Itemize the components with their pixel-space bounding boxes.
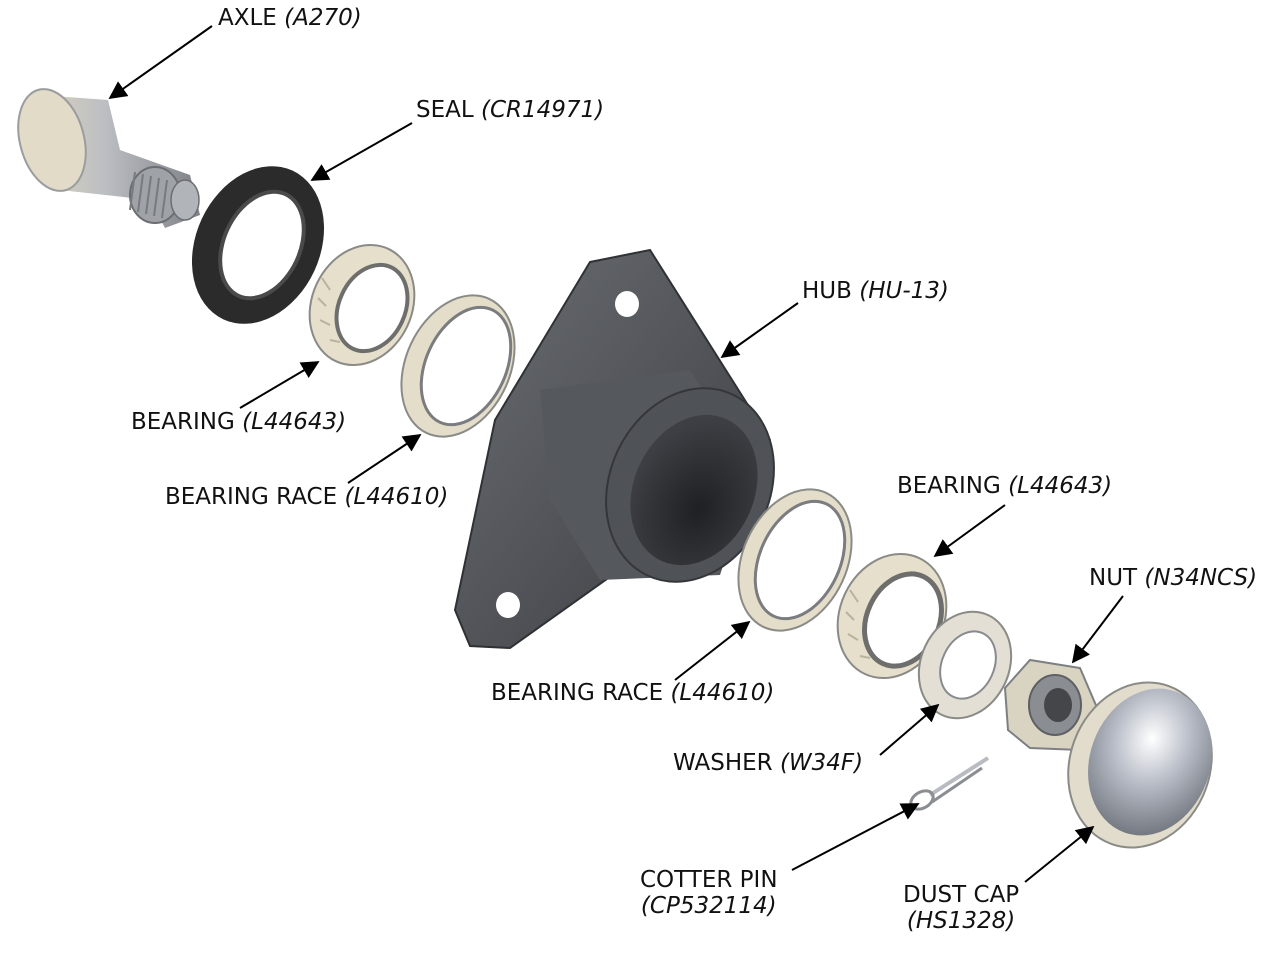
- nut-leader-arrow: [1071, 595, 1124, 664]
- seal-part: [191, 166, 325, 324]
- callout-part-number: (HS1328): [906, 908, 1016, 935]
- callout-part-number: (CR14971): [481, 97, 605, 123]
- callout-axle: AXLE (A270): [218, 5, 362, 31]
- callout-name: COTTER PIN: [640, 867, 778, 893]
- callout-bearing-race-right: BEARING RACE (L44610): [491, 680, 774, 706]
- callout-name: NUT: [1089, 565, 1138, 591]
- bearing-right-part: [836, 552, 948, 680]
- callout-part-number: (L44643): [1008, 473, 1113, 499]
- callout-dust-cap: DUST CAP (HS1328): [903, 882, 1019, 935]
- callout-bearing-race-left: BEARING RACE (L44610): [165, 484, 448, 510]
- callout-part-number: (N34NCS): [1144, 565, 1258, 591]
- callout-nut: NUT (N34NCS): [1089, 565, 1257, 591]
- callout-seal: SEAL (CR14971): [416, 97, 604, 123]
- callout-name: WASHER: [673, 750, 773, 776]
- callout-part-number: (L44610): [344, 484, 449, 510]
- callout-bearing-right: BEARING (L44643): [897, 473, 1112, 499]
- axle-part: [17, 88, 200, 228]
- callout-name: HUB: [802, 278, 852, 304]
- callout-name: AXLE: [218, 5, 277, 31]
- bearing-left-part: [308, 243, 416, 367]
- callout-name: DUST CAP: [903, 882, 1020, 908]
- callout-cotter-pin: COTTER PIN (CP532114): [640, 867, 778, 920]
- callout-part-number: (L44610): [670, 680, 775, 706]
- callout-part-number: (L44643): [242, 409, 347, 435]
- callout-name: SEAL: [416, 97, 474, 123]
- callout-part-number: (CP532114): [640, 893, 777, 920]
- seal-leader-arrow: [310, 122, 413, 181]
- callout-washer: WASHER (W34F): [673, 750, 863, 776]
- callout-bearing-left: BEARING (L44643): [131, 409, 346, 435]
- callout-part-number: (HU-13): [859, 278, 949, 304]
- nut-part: [1003, 658, 1100, 752]
- callout-part-number: (W34F): [779, 750, 864, 776]
- bearing-race-right-leader-arrow: [674, 620, 751, 681]
- callout-name: BEARING: [897, 473, 1001, 499]
- cotter-pin-part: [909, 756, 990, 811]
- bearing-race-left-leader-arrow: [347, 434, 422, 484]
- callout-part-number: (A270): [284, 5, 362, 31]
- callout-name: BEARING RACE: [165, 484, 338, 510]
- bearing-race-left-part: [400, 294, 516, 438]
- washer-leader-arrow: [879, 703, 940, 756]
- bearing-right-leader-arrow: [933, 504, 1006, 558]
- dust-cap-leader-arrow: [1024, 825, 1095, 883]
- callout-name: BEARING: [131, 409, 235, 435]
- cotter-pin-leader-arrow: [791, 803, 920, 871]
- hub-leader-arrow: [720, 302, 799, 359]
- bearing-left-leader-arrow: [239, 361, 320, 409]
- callout-name: BEARING RACE: [491, 680, 664, 706]
- dust-cap-part: [1067, 681, 1213, 849]
- hub-part: [453, 248, 775, 650]
- callout-hub: HUB (HU-13): [802, 278, 949, 304]
- washer-part: [917, 610, 1013, 720]
- axle-leader-arrow: [108, 25, 213, 100]
- bearing-race-right-part: [737, 488, 853, 632]
